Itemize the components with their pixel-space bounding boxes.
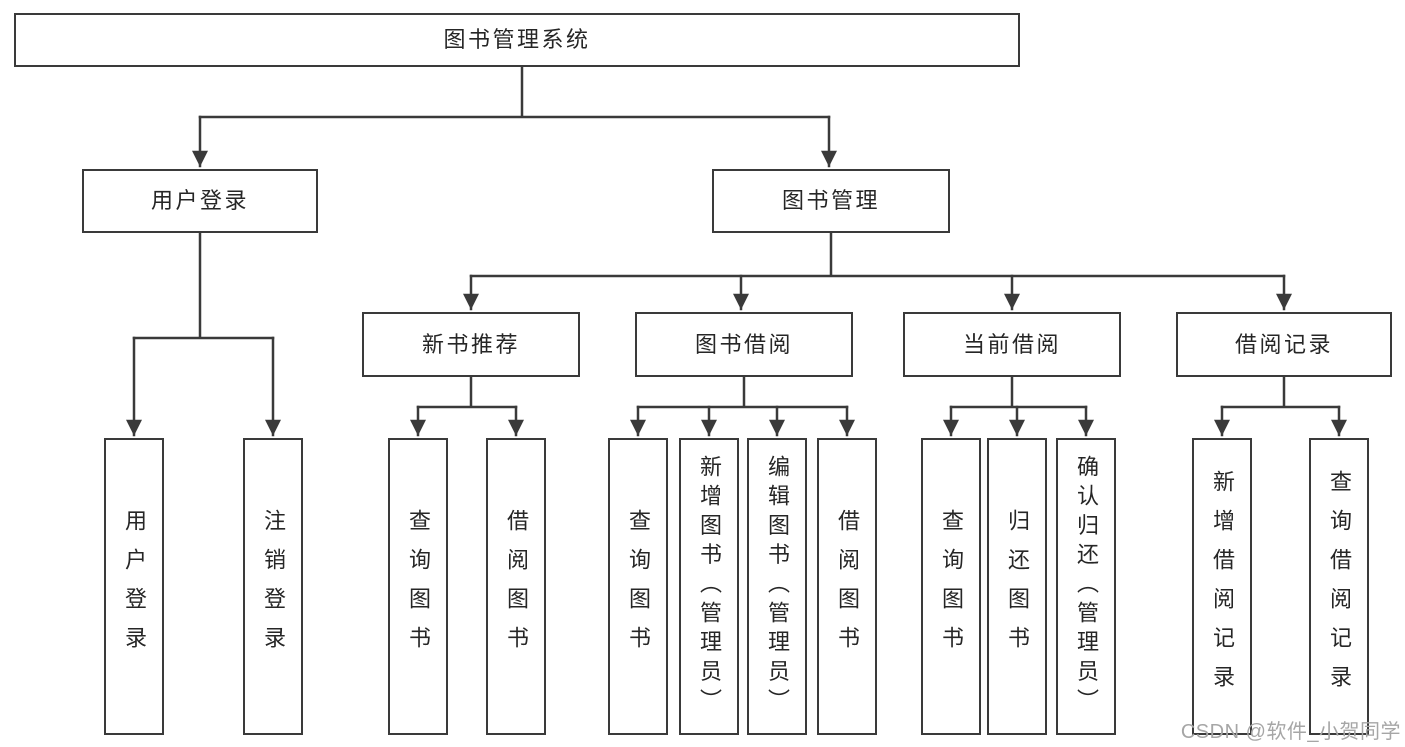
diagram-node-book-mgmt: 图书管理 [712,169,950,233]
diagram-node-query-borrow-record: 查询借阅记录 [1309,438,1369,735]
node-label: 借阅图书 [504,508,529,665]
node-label: 编辑图书（管理员） [765,455,790,718]
diagram-node-query-book-borrow: 查询图书 [608,438,668,735]
edge-book-borrow [629,375,856,437]
diagram-node-user-login-leaf: 用户登录 [104,438,164,735]
diagram-node-query-book-recommend: 查询图书 [388,438,448,735]
node-label: 归还图书 [1005,508,1030,665]
node-label: 新增借阅记录 [1210,469,1235,704]
diagram-node-query-book-current: 查询图书 [921,438,981,735]
node-label: 查询图书 [406,508,431,665]
node-label: 图书管理 [781,188,880,213]
node-label: 用户登录 [122,508,147,665]
edge-trunk [416,375,518,409]
node-label: 用户登录 [150,188,249,213]
edge-trunk [949,375,1088,409]
edge-new-book-recommend [409,375,525,437]
diagram-node-book-borrow: 图书借阅 [635,312,853,377]
edge-book-mgmt [462,231,1293,311]
diagram-node-user-login: 用户登录 [82,169,318,233]
node-label: 查询借阅记录 [1327,469,1352,704]
diagram-node-edit-book-admin: 编辑图书（管理员） [747,438,807,735]
diagram-node-borrow-book-recommend: 借阅图书 [486,438,546,735]
node-label: 借阅记录 [1234,331,1333,357]
node-label: 确认归还（管理员） [1074,455,1099,718]
diagram-node-borrow-record: 借阅记录 [1176,312,1392,377]
diagram-node-add-borrow-record: 新增借阅记录 [1192,438,1252,735]
diagram-node-new-book-recommend: 新书推荐 [362,312,580,377]
edges-layer [125,65,1348,437]
node-label: 新书推荐 [421,331,520,357]
diagram-node-borrow-book-leaf: 借阅图书 [817,438,877,735]
edge-user-login [125,231,282,437]
edge-current-borrow [942,375,1095,437]
node-label: 借阅图书 [835,508,860,665]
diagram-node-add-book-admin: 新增图书（管理员） [679,438,739,735]
edge-trunk [636,375,849,409]
edge-borrow-record [1213,375,1348,437]
diagram-node-logout-leaf: 注销登录 [243,438,303,735]
edge-trunk [469,231,1286,278]
edge-root [191,65,838,168]
edge-trunk [198,65,831,119]
node-label: 新增图书（管理员） [697,455,722,718]
node-label: 查询图书 [626,508,651,665]
node-label: 查询图书 [939,508,964,665]
diagram-node-return-book: 归还图书 [987,438,1047,735]
node-label: 注销登录 [261,508,286,665]
edge-trunk [132,231,275,340]
node-label: 图书管理系统 [443,27,591,52]
diagram-node-root: 图书管理系统 [14,13,1020,67]
edge-trunk [1220,375,1341,409]
node-label: 图书借阅 [694,331,793,357]
node-label: 当前借阅 [962,331,1061,357]
diagram-node-confirm-return-admin: 确认归还（管理员） [1056,438,1116,735]
diagram-node-current-borrow: 当前借阅 [903,312,1121,377]
